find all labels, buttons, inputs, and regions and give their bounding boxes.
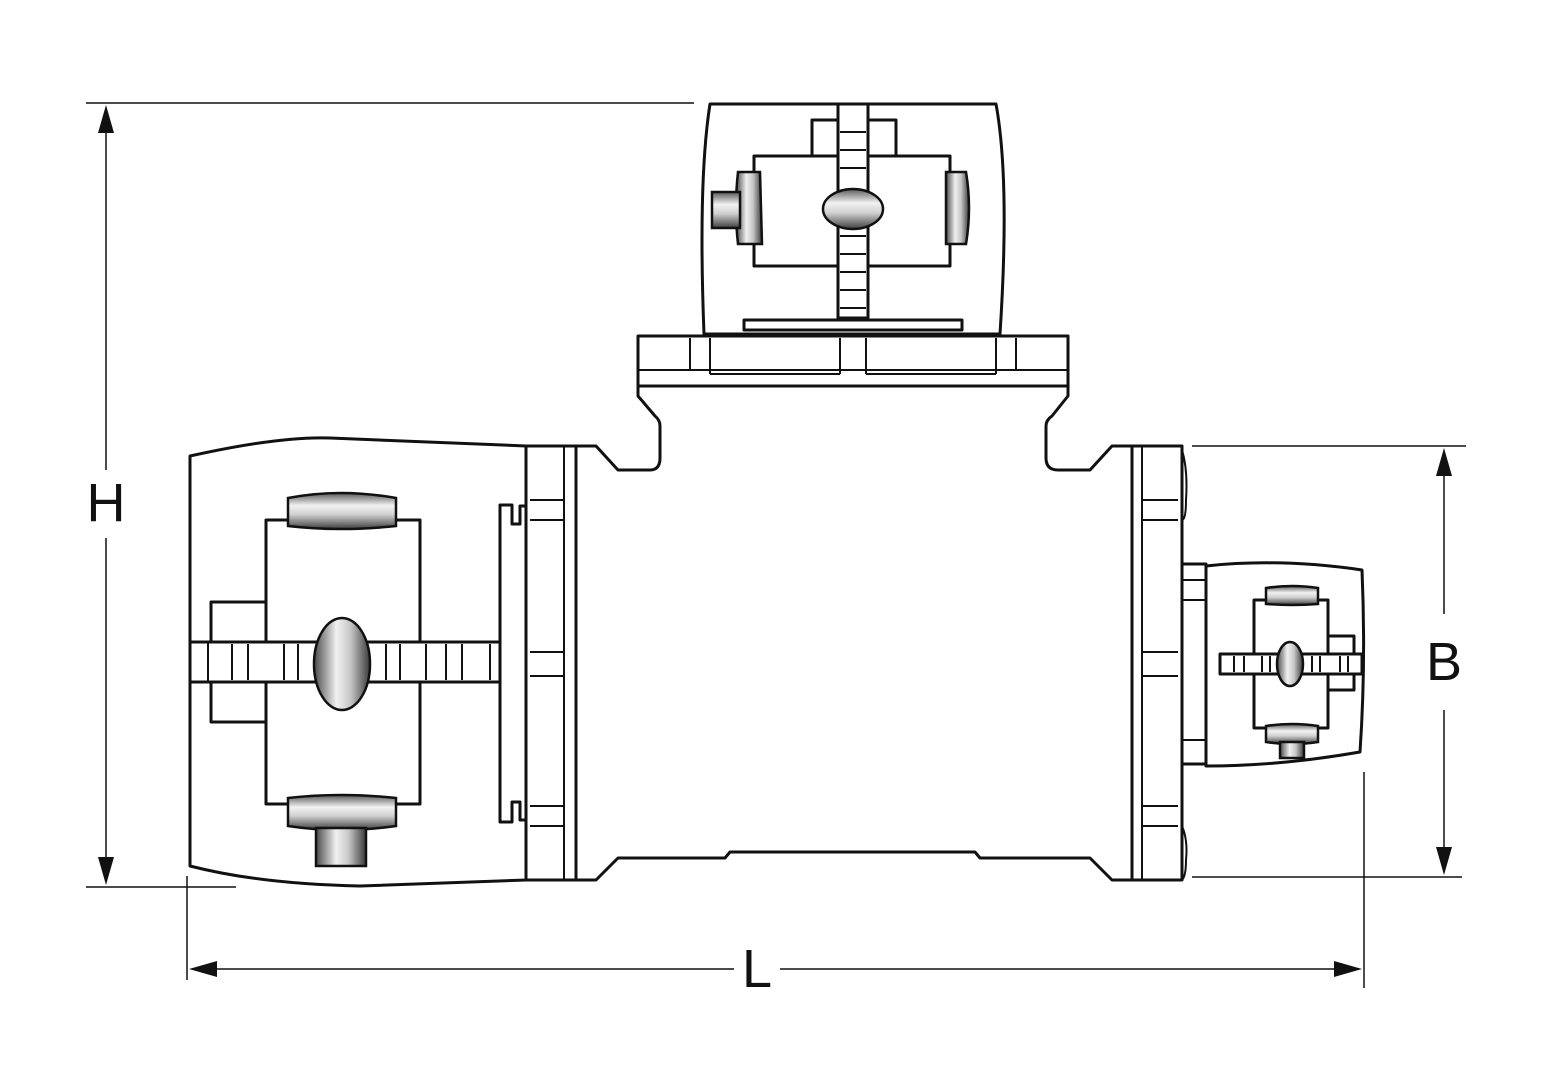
left-coupling-hub	[312, 616, 372, 712]
dimension-l-arrow-left	[189, 961, 217, 977]
dimension-l: L	[186, 772, 1365, 999]
dimension-h-label: H	[87, 473, 126, 533]
right-flange	[1130, 444, 1188, 882]
left-flange	[520, 444, 578, 882]
left-coupling-bottom-nut	[286, 793, 398, 832]
right-coupling-chain	[1233, 656, 1349, 672]
dimension-l-arrow-right	[1334, 961, 1362, 977]
dimension-l-label: L	[742, 939, 772, 999]
top-coupling-chain	[840, 131, 866, 309]
dimension-b-label: B	[1426, 632, 1462, 692]
right-coupling	[1180, 561, 1366, 768]
right-coupling-bottom-nut	[1264, 722, 1320, 746]
dimension-b-arrow-down	[1436, 847, 1452, 875]
left-coupling-top-nut	[286, 491, 398, 531]
top-coupling-hub	[821, 187, 885, 231]
right-coupling-bolt	[1278, 740, 1306, 760]
top-coupling	[700, 102, 1006, 336]
left-coupling	[188, 436, 528, 888]
top-flange	[636, 334, 1070, 388]
tee-body	[574, 384, 1134, 882]
dimension-b-arrow-up	[1436, 448, 1452, 476]
dimension-b: B	[1192, 445, 1466, 878]
right-coupling-hub	[1275, 640, 1305, 688]
right-coupling-top-nut	[1264, 584, 1320, 607]
dimension-h-arrow-up	[98, 105, 114, 133]
dimension-h: H	[86, 102, 694, 888]
left-coupling-bolt	[314, 826, 368, 868]
top-coupling-bolt	[710, 190, 742, 230]
dimension-h-arrow-down	[98, 857, 114, 885]
left-coupling-chain	[207, 642, 491, 682]
top-coupling-right-nut	[944, 170, 971, 246]
